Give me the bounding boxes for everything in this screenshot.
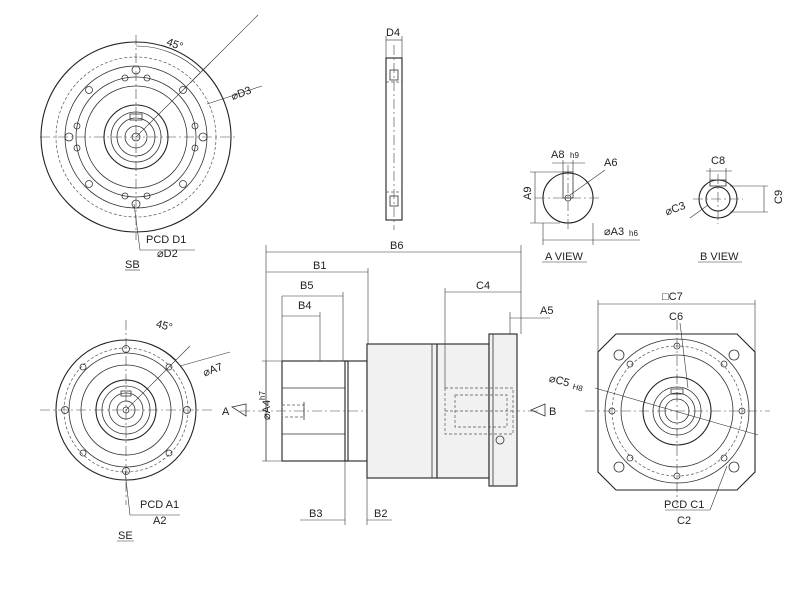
se-label: SE: [118, 530, 133, 542]
b4-label: B4: [298, 300, 311, 312]
a7-label: ⌀A7: [201, 361, 224, 379]
b-view-title: B VIEW: [700, 251, 739, 263]
angle-label-top: 45°: [165, 36, 185, 53]
pcd-d1-label: PCD D1: [146, 234, 186, 246]
c8-label: C8: [711, 155, 725, 167]
pcd-a1-label: PCD A1: [140, 499, 179, 511]
a6-label: A6: [604, 157, 617, 169]
a9-label: A9: [522, 187, 534, 200]
d4-label: D4: [386, 27, 400, 39]
b3-label: B3: [309, 508, 322, 520]
b1-label: B1: [313, 260, 326, 272]
se-bolt-holes: [61, 345, 191, 475]
b-view: [689, 168, 768, 263]
a3-tolerance: h6: [629, 229, 638, 238]
angle-label-bottom: 45°: [155, 318, 174, 334]
c7-label: □C7: [662, 291, 683, 303]
a-arrow-label: A: [222, 406, 230, 418]
a4-label: ⌀A4: [261, 400, 273, 420]
a8-label: A8: [551, 149, 564, 161]
a-view: [530, 160, 640, 263]
a5-label: A5: [540, 305, 553, 317]
sb-label: SB: [125, 259, 140, 271]
pcd-c1-label: PCD C1: [664, 499, 704, 511]
b-arrow-label: B: [549, 406, 556, 418]
se-flange-view: [40, 320, 231, 542]
c5-tolerance: H8: [572, 382, 585, 393]
c3-label: ⌀C3: [664, 200, 688, 218]
c2-label: C2: [677, 515, 691, 527]
a2-label: A2: [153, 515, 166, 527]
a4-tolerance: h7: [258, 391, 267, 400]
a3-label: ⌀A3: [604, 226, 624, 238]
a-view-title: A VIEW: [545, 251, 584, 263]
c6-label: C6: [669, 311, 683, 323]
d3-label: ⌀D3: [230, 85, 254, 103]
gearbox-side-view: [230, 245, 550, 525]
c9-label: C9: [773, 190, 785, 204]
d2-label: ⌀D2: [157, 248, 178, 260]
a8-tolerance: h9: [570, 151, 579, 160]
b6-label: B6: [390, 240, 403, 252]
square-flange-holes: [608, 342, 746, 480]
sb-bolt-holes: [64, 65, 208, 209]
sb-flange-view: [40, 14, 263, 271]
square-flange-view: [585, 300, 770, 511]
b5-label: B5: [300, 280, 313, 292]
b2-label: B2: [374, 508, 387, 520]
c4-label: C4: [476, 280, 490, 292]
d4-plate-side-view: [385, 36, 403, 230]
c5-label: ⌀C5: [548, 373, 571, 390]
